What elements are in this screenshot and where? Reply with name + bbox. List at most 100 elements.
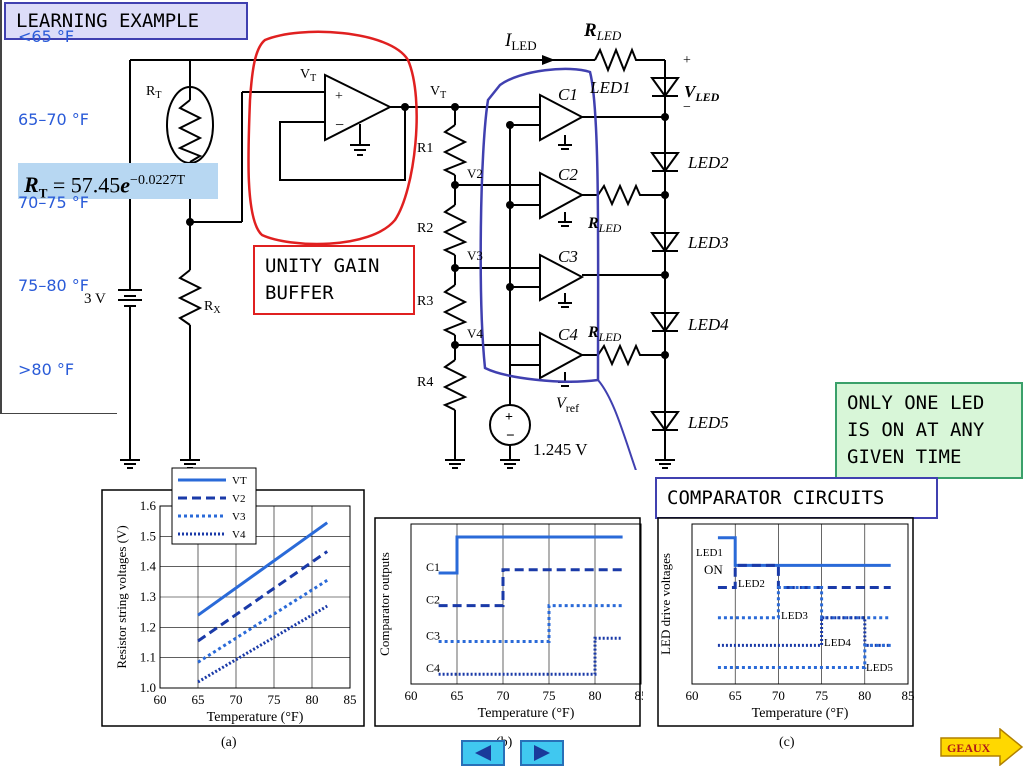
formula-lhs: R	[24, 172, 39, 198]
range-label: <65 °F	[18, 27, 75, 46]
range-label: 75–80 °F	[18, 276, 90, 295]
x-axis-label: Temperature (°F)	[207, 710, 304, 725]
x-tick-label: 80	[589, 688, 602, 703]
resistor-r3-label: R3	[417, 294, 433, 309]
node-v4-label: V4	[467, 326, 483, 341]
led-note: ONLY ONE LED IS ON AT ANY GIVEN TIME	[835, 382, 1023, 479]
rx-label: RX	[204, 299, 221, 316]
formula-exponent: −0.0227T	[130, 173, 185, 188]
caption-c: (c)	[779, 735, 795, 750]
y-axis-label: LED drive voltages	[658, 553, 673, 655]
r-led-c4-label: RLED	[587, 324, 622, 344]
y-axis-label: Resistor string voltages (V)	[114, 525, 129, 668]
series-line	[197, 604, 328, 684]
series-label: LED2	[738, 578, 765, 590]
led-note-line-3: GIVEN TIME	[847, 446, 962, 468]
y-tick-label: 1.6	[140, 498, 157, 513]
chart-frame	[657, 517, 914, 727]
x-tick-label: 70	[497, 688, 510, 703]
node-v2-label: V2	[467, 166, 483, 181]
x-axis-label: Temperature (°F)	[478, 706, 575, 721]
series-label: LED5	[866, 662, 893, 674]
series-label: ON	[704, 562, 723, 577]
y-tick-label: 1.0	[140, 680, 156, 695]
y-axis-label: Comparator outputs	[377, 552, 392, 656]
range-label: 65–70 °F	[18, 110, 90, 129]
series-line	[197, 521, 329, 617]
y-tick-label: 1.5	[140, 528, 156, 543]
resistor-r4-label: R4	[417, 375, 433, 390]
series-line	[438, 535, 623, 575]
y-tick-label: 1.4	[140, 559, 157, 574]
legend-label: V2	[232, 493, 245, 505]
x-tick-label: 85	[635, 688, 644, 703]
buffer-label-line-1: UNITY GAIN	[265, 255, 380, 277]
x-tick-label: 75	[543, 688, 556, 703]
v-led-plus: +	[683, 53, 691, 68]
v-led-label: VLED	[684, 82, 720, 104]
series-line	[197, 579, 329, 664]
series-label: LED4	[824, 637, 851, 649]
vref-value: 1.245 V	[533, 440, 588, 459]
vref-label: Vref	[556, 395, 579, 415]
range-label: >80 °F	[18, 360, 75, 379]
legend-label: VT	[232, 475, 247, 487]
vt-buffer-label: VT	[300, 67, 316, 84]
arrow-left-icon	[475, 745, 491, 761]
x-tick-label: 60	[405, 688, 418, 703]
x-tick-label: 75	[815, 688, 828, 703]
formula-lhs-sub: T	[38, 185, 48, 201]
geaux-label: GEAUX	[947, 741, 991, 755]
series-line	[717, 563, 891, 589]
geaux-button[interactable]: GEAUX	[940, 728, 1024, 766]
led5-label: LED5	[687, 413, 729, 432]
vt-node-label: VT	[430, 84, 446, 101]
previous-button[interactable]	[461, 740, 505, 766]
series-label: C1	[426, 560, 440, 574]
comparator-label-text: COMPARATOR CIRCUITS	[667, 487, 885, 509]
series-line	[717, 643, 891, 669]
resistance-formula: RT = 57.45e−0.0227T	[18, 163, 218, 201]
series-line	[717, 536, 891, 567]
x-tick-label: 60	[154, 692, 167, 707]
led3-label: LED3	[687, 233, 729, 252]
next-button[interactable]	[520, 740, 564, 766]
x-axis-label: Temperature (°F)	[752, 706, 849, 721]
r-led-c2-label: RLED	[587, 215, 622, 235]
x-tick-label: 65	[192, 692, 205, 707]
legend-label: V3	[232, 511, 246, 523]
circuit-schematic: ILED RLED VLED + − RT RX VT VT 3 V + − R…	[84, 20, 729, 470]
comparator-c3-label: C3	[558, 247, 578, 266]
series-label: LED3	[781, 610, 808, 622]
range-label: 70–75 °F	[18, 193, 90, 212]
x-tick-label: 65	[451, 688, 464, 703]
arrow-right-icon	[940, 728, 1024, 766]
supply-label: 3 V	[84, 291, 106, 307]
led-note-line-2: IS ON AT ANY	[847, 419, 985, 441]
caption-a: (a)	[221, 735, 237, 750]
series-label: LED1	[696, 547, 723, 559]
i-led-label: ILED	[504, 30, 537, 53]
comparator-c2-label: C2	[558, 165, 578, 184]
vref-minus: −	[506, 428, 515, 444]
series-line	[438, 568, 623, 608]
arrow-right-icon	[534, 745, 550, 761]
x-tick-label: 85	[344, 692, 357, 707]
series-line	[717, 616, 891, 647]
x-tick-label: 80	[858, 688, 871, 703]
buffer-minus: −	[335, 117, 344, 134]
vref-plus: +	[505, 410, 513, 425]
formula-coefficient: = 57.45	[52, 172, 121, 198]
unity-gain-buffer-label: UNITY GAIN BUFFER	[253, 245, 415, 315]
title-box: LEARNING EXAMPLE	[4, 2, 248, 40]
legend-label: V4	[232, 529, 246, 541]
formula-base: e	[120, 172, 131, 198]
series-line	[717, 585, 891, 620]
page-title: LEARNING EXAMPLE	[16, 10, 200, 32]
series-label: C3	[426, 629, 440, 643]
node-v3-label: V3	[467, 248, 483, 263]
series-label: C4	[426, 661, 440, 675]
